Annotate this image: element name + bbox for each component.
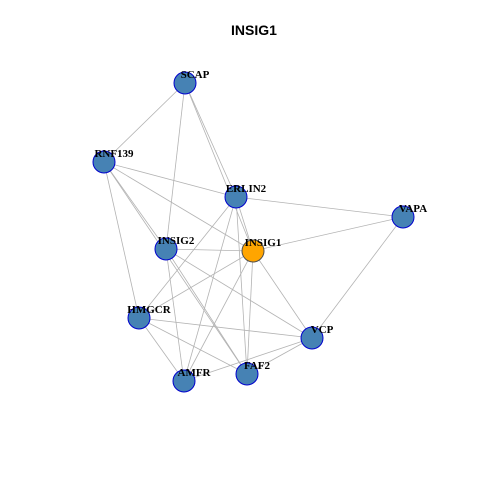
edge-vcp-faf2 [246, 337, 313, 375]
edge-vcp-amfr [183, 337, 313, 382]
edge-insig2-insig1 [165, 248, 254, 252]
edge-insig1-faf2 [246, 250, 254, 375]
edge-rnf139-erlin2 [103, 161, 237, 198]
edge-rnf139-faf2 [103, 161, 248, 375]
node-insig2[interactable] [154, 237, 178, 261]
edge-insig1-hmgcr [138, 250, 254, 319]
edge-erlin2-vapa [235, 196, 404, 218]
edge-insig2-vcp [165, 248, 313, 339]
node-vcp[interactable] [300, 326, 324, 350]
edge-erlin2-amfr [183, 196, 237, 382]
node-label-insig1: INSIG1 [245, 237, 282, 249]
node-label-hmgcr: HMGCR [127, 304, 171, 316]
node-label-faf2: FAF2 [244, 360, 271, 372]
node-vapa[interactable] [391, 205, 415, 229]
edge-insig2-amfr [165, 248, 185, 382]
edge-rnf139-hmgcr [103, 161, 140, 319]
edge-rnf139-insig2 [103, 161, 167, 250]
edge-hmgcr-vcp [138, 317, 313, 339]
edge-vapa-insig1 [252, 216, 404, 252]
node-label-rnf139: RNF139 [94, 148, 134, 160]
node-hmgcr[interactable] [127, 306, 151, 330]
edge-erlin2-hmgcr [138, 196, 237, 319]
nodes-layer [92, 71, 415, 393]
edge-insig2-faf2 [165, 248, 248, 375]
edge-rnf139-insig1 [103, 161, 254, 252]
edge-scap-insig2 [165, 82, 186, 250]
node-insig1[interactable] [241, 239, 265, 263]
node-erlin2[interactable] [224, 185, 248, 209]
edge-hmgcr-faf2 [138, 317, 248, 375]
edge-erlin2-faf2 [235, 196, 248, 375]
graph-title: INSIG1 [231, 22, 277, 38]
edge-insig1-vcp [252, 250, 313, 339]
edge-scap-rnf139 [103, 82, 186, 163]
node-faf2[interactable] [235, 362, 259, 386]
node-amfr[interactable] [172, 369, 196, 393]
node-label-amfr: AMFR [178, 367, 212, 379]
node-label-insig2: INSIG2 [158, 235, 195, 247]
edges-layer [103, 82, 404, 382]
edge-insig1-amfr [183, 250, 254, 382]
node-label-scap: SCAP [181, 69, 210, 81]
node-label-erlin2: ERLIN2 [226, 183, 267, 195]
node-label-vapa: VAPA [399, 203, 427, 215]
node-rnf139[interactable] [92, 150, 116, 174]
node-scap[interactable] [173, 71, 197, 95]
edge-scap-erlin2 [184, 82, 237, 198]
edge-vapa-vcp [311, 216, 404, 339]
node-label-vcp: VCP [311, 324, 334, 336]
edge-hmgcr-amfr [138, 317, 185, 382]
edge-scap-insig1 [184, 82, 254, 252]
